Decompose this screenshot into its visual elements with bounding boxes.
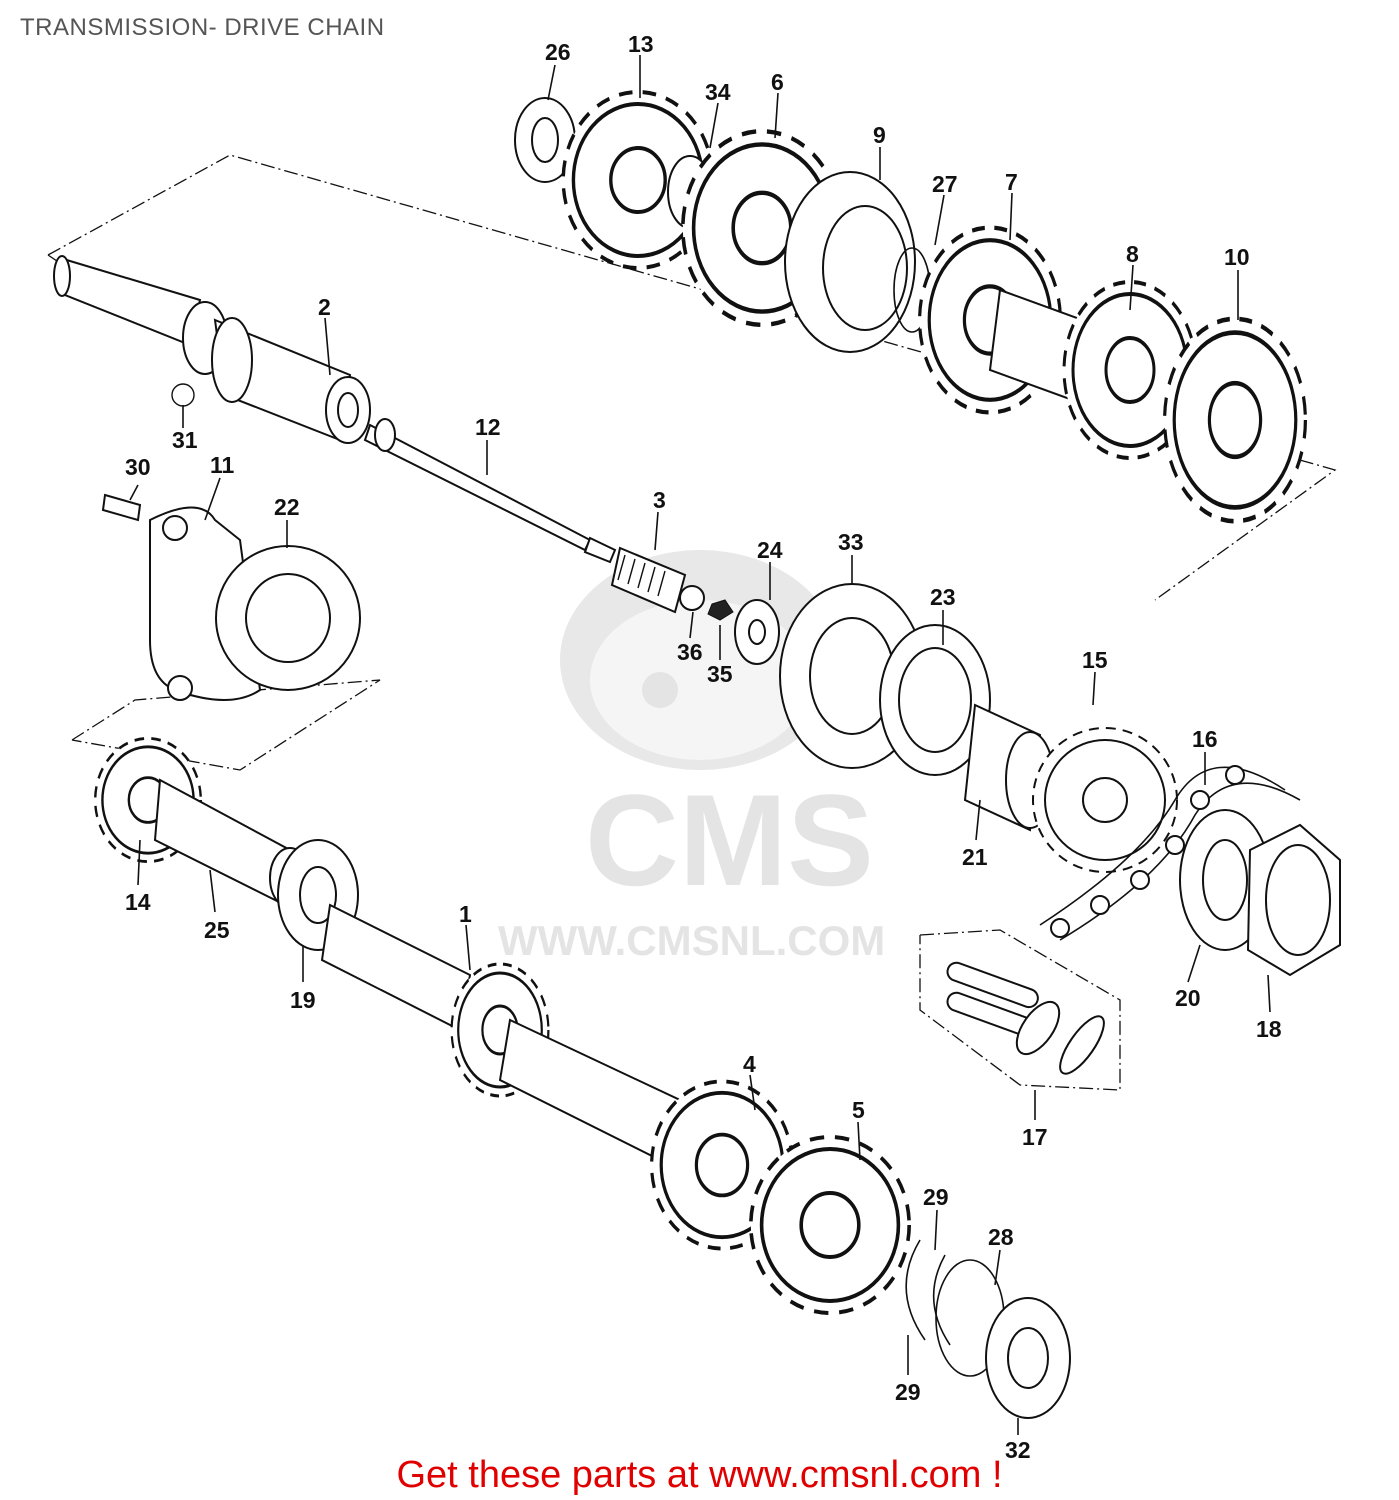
callout-3: 3 xyxy=(653,487,666,513)
callout-labels: 26 13 34 6 9 27 7 8 10 2 31 12 30 11 22 … xyxy=(125,31,1282,1463)
callout-12: 12 xyxy=(475,414,501,440)
callout-17: 17 xyxy=(1022,1124,1048,1150)
callout-22: 22 xyxy=(274,494,300,520)
callout-16: 16 xyxy=(1192,726,1218,752)
countershaft-assembly xyxy=(53,255,371,444)
callout-25: 25 xyxy=(204,917,230,943)
callout-26: 26 xyxy=(545,39,571,65)
callout-19: 19 xyxy=(290,987,316,1013)
drive-sprocket xyxy=(1032,727,1178,873)
watermark-brand: CMS xyxy=(585,767,874,913)
shift-rod xyxy=(363,418,617,564)
callout-23: 23 xyxy=(930,584,956,610)
callout-34: 34 xyxy=(705,79,731,105)
callout-29-upper: 29 xyxy=(923,1184,949,1210)
callout-8: 8 xyxy=(1126,241,1139,267)
callout-28: 28 xyxy=(988,1224,1014,1250)
callout-11: 11 xyxy=(210,452,235,478)
page-title: TRANSMISSION- DRIVE CHAIN xyxy=(20,14,385,41)
callout-32: 32 xyxy=(1005,1437,1031,1463)
callout-24: 24 xyxy=(757,537,783,563)
callout-13: 13 xyxy=(628,31,654,57)
callout-36: 36 xyxy=(677,639,703,665)
lock-washer-and-nut xyxy=(1179,809,1341,977)
callout-35: 35 xyxy=(707,661,733,687)
callout-21: 21 xyxy=(962,844,988,870)
threaded-bolt xyxy=(610,546,780,665)
mainshaft-gear-set xyxy=(514,90,1305,521)
chain-joint xyxy=(946,961,1105,1075)
callout-29-lower: 29 xyxy=(895,1379,921,1405)
mainshaft-assembly xyxy=(93,737,1071,1419)
callout-9: 9 xyxy=(873,122,886,148)
callout-33: 33 xyxy=(838,529,864,555)
callout-27: 27 xyxy=(932,171,958,197)
callout-6: 6 xyxy=(771,69,784,95)
callout-4: 4 xyxy=(743,1051,756,1077)
drive-chain xyxy=(1039,765,1301,941)
callout-5: 5 xyxy=(852,1097,865,1123)
callout-10: 10 xyxy=(1224,244,1250,270)
bearing-set xyxy=(779,583,1055,832)
callout-15: 15 xyxy=(1082,647,1108,673)
callout-14: 14 xyxy=(125,889,151,915)
callout-1: 1 xyxy=(459,901,472,927)
bearing-holder xyxy=(101,493,361,701)
callout-18: 18 xyxy=(1256,1016,1282,1042)
callout-20: 20 xyxy=(1175,985,1201,1011)
watermark-url: WWW.CMSNL.COM xyxy=(498,917,885,964)
callout-30: 30 xyxy=(125,454,151,480)
callout-7: 7 xyxy=(1005,169,1018,195)
callout-31: 31 xyxy=(172,427,198,453)
footer-link-text[interactable]: Get these parts at www.cmsnl.com ! xyxy=(396,1454,1003,1496)
leader-lines xyxy=(129,55,1271,1435)
callout-2: 2 xyxy=(318,294,331,320)
